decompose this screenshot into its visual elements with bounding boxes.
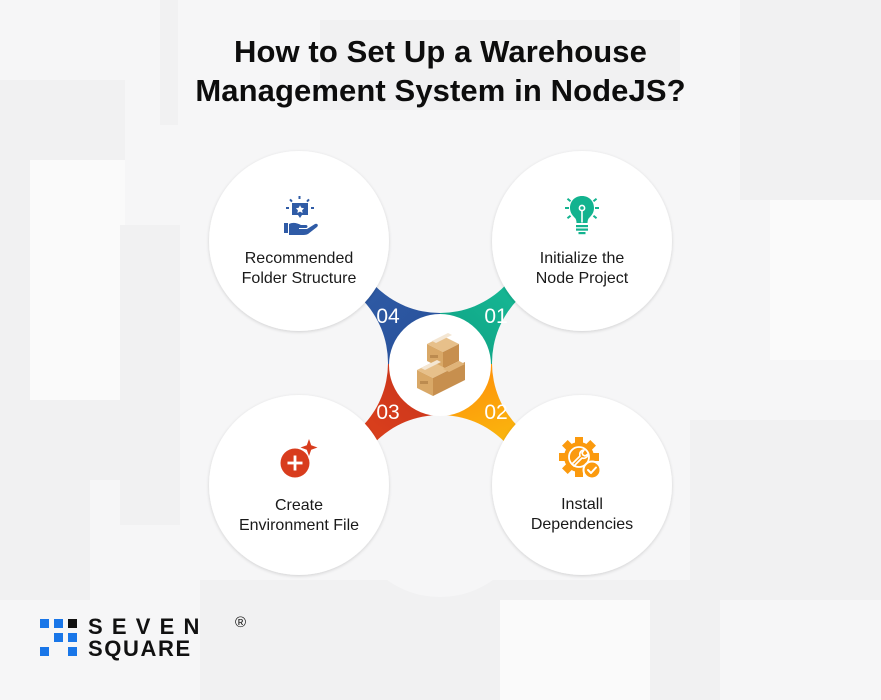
carve-top (349, 131, 531, 313)
step-number-04: 04 (376, 305, 400, 328)
step-number-02: 02 (484, 401, 508, 424)
card-04-line-1: Recommended (244, 250, 354, 267)
logo-grid-icon (40, 619, 80, 659)
card-label-02: Install Dependencies (492, 495, 672, 535)
page-title: How to Set Up a Warehouse Management Sys… (0, 32, 881, 110)
cardboard-boxes-icon (417, 333, 465, 396)
registered-mark: ® (235, 614, 247, 631)
card-01-line-1: Initialize the (539, 250, 625, 267)
title-line-2: Management System in NodeJS? (195, 73, 686, 108)
card-circle-03 (209, 395, 389, 575)
card-03-line-1: Create (274, 497, 324, 514)
card-circle-02 (492, 395, 672, 575)
background-block (0, 480, 90, 600)
logo-wordmark: SEVEN SQUARE ® (88, 614, 246, 661)
card-circle-01 (492, 151, 672, 331)
card-04-line-2: Folder Structure (241, 270, 357, 287)
background-block (740, 0, 881, 200)
card-01-line-2: Node Project (535, 270, 629, 287)
step-number-03: 03 (376, 401, 400, 424)
card-03-line-2: Environment File (238, 517, 360, 534)
hand-star-icon (284, 196, 318, 235)
carve-bottom (349, 415, 531, 597)
background-block (160, 0, 178, 125)
card-02-line-2: Dependencies (530, 516, 634, 533)
logo-line-1: SEVEN (88, 614, 209, 639)
background-block (690, 420, 881, 600)
step-number-01: 01 (484, 305, 508, 328)
background-block (30, 160, 125, 400)
background-block (320, 20, 680, 110)
card-02-line-1: Install (561, 496, 603, 513)
background-block (120, 225, 180, 525)
card-circle-04 (209, 151, 389, 331)
title-line-1: How to Set Up a Warehouse (233, 34, 647, 69)
card-label-04: Recommended Folder Structure (209, 249, 389, 289)
add-sparkle-icon (280, 436, 322, 478)
gear-wrench-check-icon (559, 437, 602, 480)
background-block (500, 600, 650, 700)
lightbulb-icon (565, 196, 599, 235)
card-label-03: Create Environment File (209, 496, 389, 536)
logo-line-2: SQUARE (88, 636, 192, 661)
background-block (770, 200, 881, 360)
card-label-01: Initialize the Node Project (492, 249, 672, 289)
